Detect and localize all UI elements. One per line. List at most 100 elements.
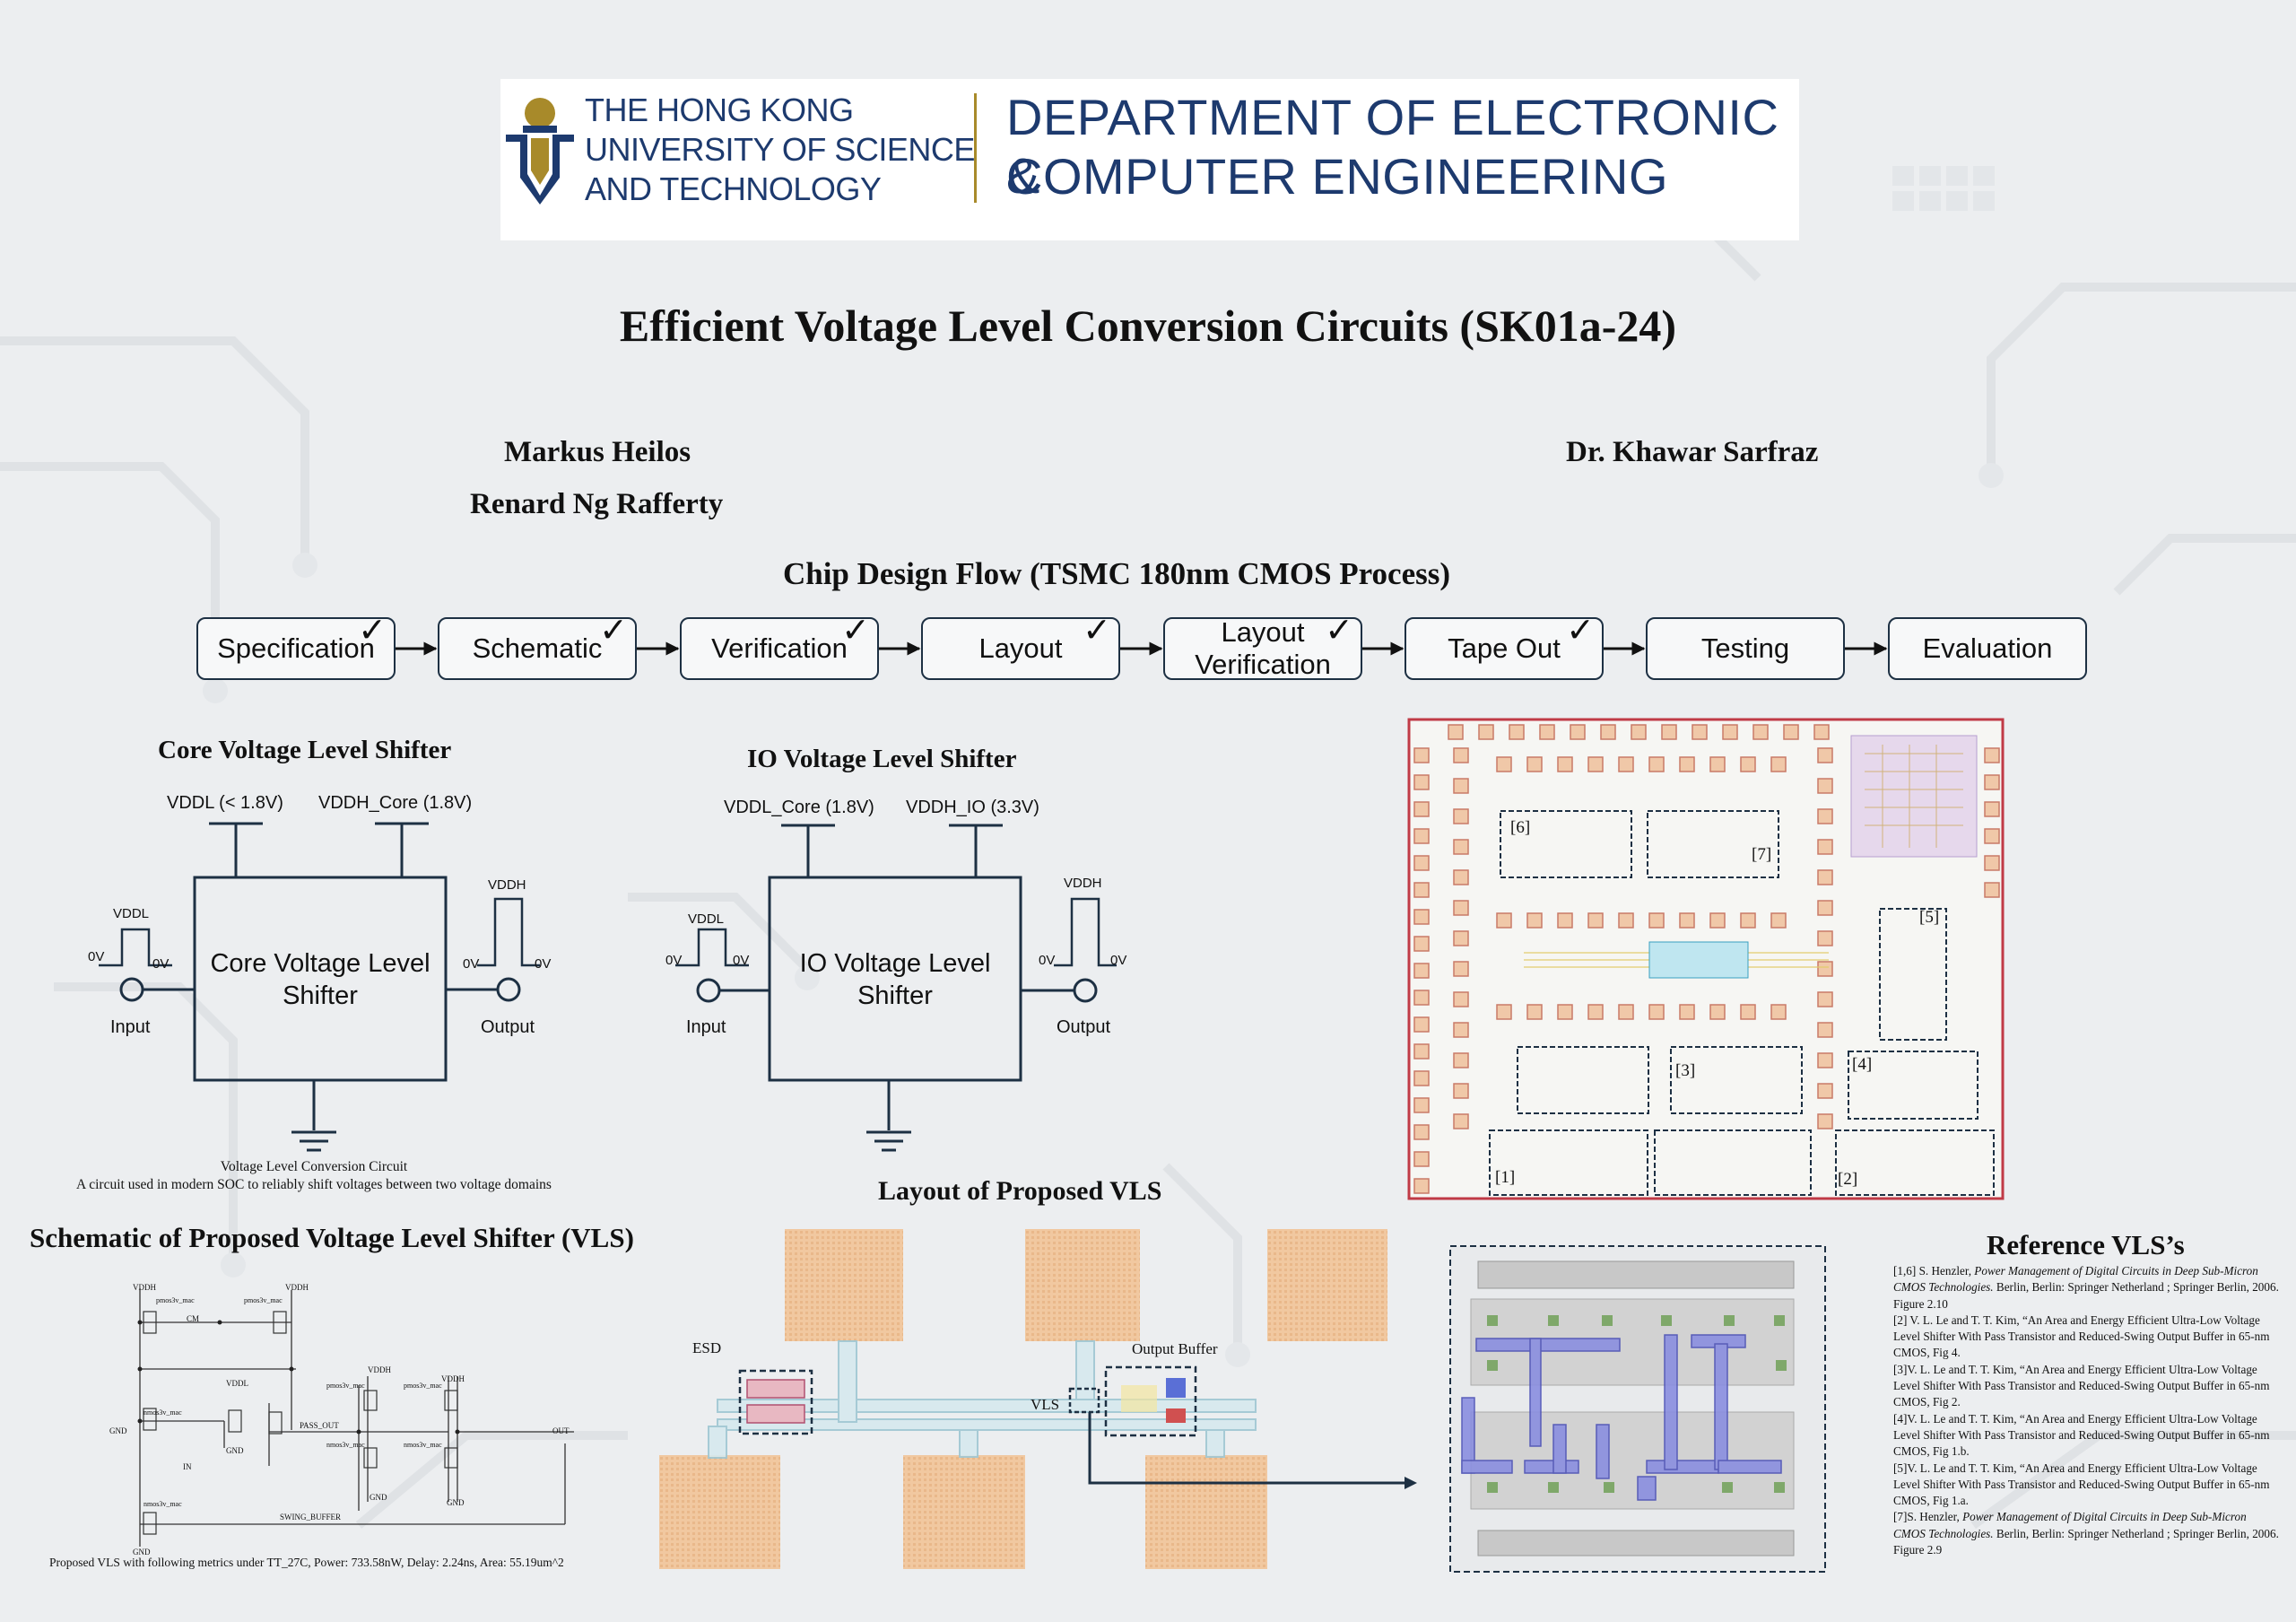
reference-item: [7]S. Henzler, Power Management of Digit… — [1893, 1509, 2279, 1558]
layout-vls-label: VLS — [1031, 1396, 1060, 1413]
flow-step-specification: Specification✓ — [196, 613, 396, 680]
reference-text: [4]V. L. Le and T. T. Kim, “An Area and … — [1893, 1411, 2270, 1459]
chip-pad — [1413, 909, 1430, 925]
schematic-caption: Proposed VLS with following metrics unde… — [49, 1556, 564, 1569]
chip-pad — [1740, 756, 1756, 772]
core-in-pulse-label: VDDL — [113, 906, 150, 921]
sch-pmos-1: pmos3v_mac — [156, 1296, 195, 1304]
flow-step-layout-verification: Layout Verification✓ — [1163, 610, 1362, 680]
sch-vddh-2: VDDH — [285, 1283, 309, 1292]
chip-pad — [1413, 882, 1430, 898]
chip-pad — [1453, 961, 1469, 977]
chip-pad — [1453, 900, 1469, 916]
chip-pad — [1709, 912, 1726, 929]
chip-pad — [1526, 1004, 1543, 1020]
chip-tag-5: [5] — [1919, 908, 1940, 927]
references-list: [1,6] S. Henzler, Power Management of Di… — [1893, 1263, 2279, 1558]
io-block-label: IO Voltage Level Shifter — [799, 949, 991, 1010]
chip-pad — [1557, 756, 1573, 772]
reference-item: [4]V. L. Le and T. T. Kim, “An Area and … — [1893, 1411, 2279, 1461]
sch-gnd-2: GND — [226, 1446, 244, 1455]
check-icon: ✓ — [1566, 610, 1595, 650]
sch-nmos-3: nmos3v_mac — [404, 1441, 442, 1449]
chip-pad — [1618, 912, 1634, 929]
sch-nmos-2: nmos3v_mac — [326, 1441, 365, 1449]
chip-pad — [1709, 1004, 1726, 1020]
core-out-pulse-label: VDDH — [488, 877, 526, 893]
reference-item: [3]V. L. Le and T. T. Kim, “An Area and … — [1893, 1362, 2279, 1411]
sch-gnd-3: GND — [370, 1493, 387, 1502]
chip-pad — [1740, 912, 1756, 929]
chip-pad — [1752, 724, 1769, 740]
io-in-zero-right: 0V — [733, 953, 750, 968]
core-caption-2: A circuit used in modern SOC to reliably… — [76, 1177, 552, 1192]
flow-step-label: Testing — [1700, 632, 1790, 664]
io-out-zero-right: 0V — [1110, 953, 1127, 968]
chip-pad — [1413, 828, 1430, 844]
chip-pad — [1817, 869, 1833, 885]
chip-pad — [1413, 1043, 1430, 1060]
chip-pad — [1413, 1016, 1430, 1033]
chip-pad — [1453, 1083, 1469, 1099]
chip-pad — [1984, 882, 2000, 898]
flow-step-layout: Layout✓ — [921, 613, 1120, 680]
chip-pad — [1496, 912, 1512, 929]
chip-pad — [1817, 778, 1833, 794]
sch-pmos-2: pmos3v_mac — [244, 1296, 283, 1304]
check-icon: ✓ — [1325, 610, 1353, 650]
department-line-1: DEPARTMENT OF ELECTRONIC & — [1006, 89, 1779, 204]
sch-vddh-1: VDDH — [133, 1283, 156, 1292]
chip-pad — [1648, 1004, 1665, 1020]
chip-pad — [1817, 930, 1833, 946]
sch-pass-out: PASS_OUT — [300, 1421, 339, 1430]
chip-pad — [1587, 912, 1604, 929]
chip-pad — [1413, 1151, 1430, 1167]
chip-pad — [1984, 855, 2000, 871]
chip-pad — [1413, 855, 1430, 871]
chip-pad — [1557, 912, 1573, 929]
sch-nmos-1: nmos3v_mac — [144, 1408, 182, 1417]
chip-pad — [1413, 990, 1430, 1006]
chip-pad — [1453, 1113, 1469, 1129]
supervisor: Dr. Khawar Sarfraz — [1566, 436, 1819, 468]
vls-layout — [659, 1229, 1417, 1569]
chip-pad — [1984, 801, 2000, 817]
sch-in: IN — [183, 1462, 192, 1471]
chip-pad — [1453, 1052, 1469, 1068]
chip-pads — [1413, 724, 2000, 1194]
core-caption-1: Voltage Level Conversion Circuit — [220, 1159, 408, 1174]
chip-pad — [1526, 912, 1543, 929]
flow-step-label: Tape Out — [1448, 632, 1561, 664]
flow-heading: Chip Design Flow (TSMC 180nm CMOS Proces… — [782, 556, 1451, 591]
flow-step-tape-out: Tape Out✓ — [1405, 610, 1604, 680]
university-name-line-2: UNIVERSITY OF SCIENCE — [585, 131, 975, 168]
sch-pmos-4: pmos3v_mac — [404, 1382, 442, 1390]
sch-vddh-3: VDDH — [368, 1365, 391, 1374]
reference-text: Berlin, Berlin: Springer Netherland ; Sp… — [1893, 1280, 2279, 1311]
reference-italic: Power Management of Digital Circuits in … — [1893, 1264, 2258, 1295]
author-2: Renard Ng Rafferty — [470, 488, 724, 520]
chip-pad — [1783, 724, 1799, 740]
header-banner: THE HONG KONG UNIVERSITY OF SCIENCE AND … — [500, 79, 1799, 240]
chip-pad — [1453, 930, 1469, 946]
flow-step-label: Layout Verification — [1195, 616, 1331, 680]
chip-tag-4: [4] — [1852, 1055, 1873, 1074]
sch-gnd-5: GND — [133, 1548, 151, 1557]
vls-layout-zoom — [1449, 1245, 1826, 1573]
chip-pad — [1453, 869, 1469, 885]
vls-schematic — [137, 1288, 574, 1547]
chip-tag-6: [6] — [1510, 818, 1531, 837]
io-supply-low: VDDL_Core (1.8V) — [724, 798, 874, 817]
core-vls-diagram — [99, 822, 540, 1152]
core-supply-high: VDDH_Core (1.8V) — [318, 793, 473, 813]
layout-output-buffer-label: Output Buffer — [1132, 1340, 1218, 1357]
sch-nmos-4: nmos3v_mac — [144, 1500, 182, 1508]
chip-pad — [1448, 724, 1464, 740]
chip-pad — [1587, 1004, 1604, 1020]
chip-floorplan — [1407, 718, 2005, 1200]
reference-item: [1,6] S. Henzler, Power Management of Di… — [1893, 1263, 2279, 1312]
chip-pad — [1453, 808, 1469, 824]
chip-pad — [1740, 1004, 1756, 1020]
core-out-zero-right: 0V — [535, 956, 552, 972]
check-icon: ✓ — [599, 610, 628, 650]
